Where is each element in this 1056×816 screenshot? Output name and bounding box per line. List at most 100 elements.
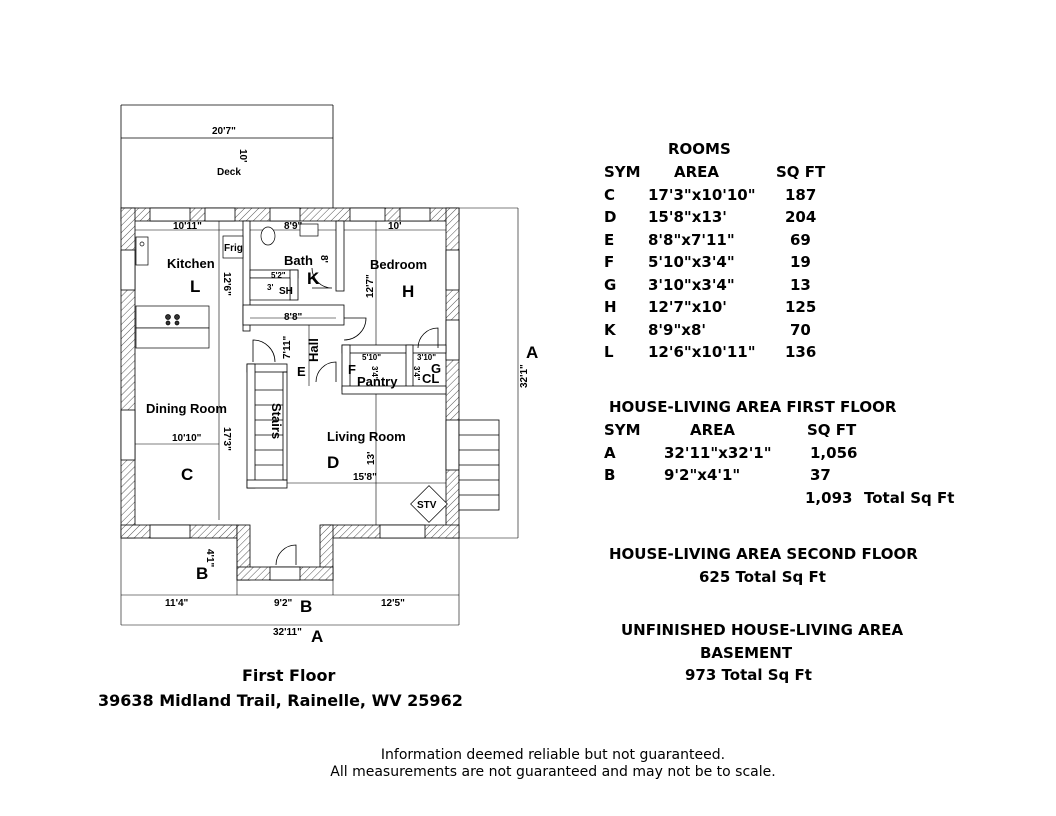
room-name-stairs: Stairs xyxy=(269,403,284,439)
first-floor-table: HOUSE-LIVING AREA FIRST FLOOR SYM AREA S… xyxy=(604,398,984,513)
deck xyxy=(120,104,334,208)
dim-dining-width: 10'10" xyxy=(172,433,202,444)
rooms-row-sym: C xyxy=(604,186,616,204)
dim-bedroom-width: 10' xyxy=(388,221,402,232)
label-b-left: B xyxy=(196,564,208,583)
stove xyxy=(410,485,448,523)
dim-pantry-height: 3'4" xyxy=(370,366,379,381)
disclaimer-line-1: Information deemed reliable but not guar… xyxy=(380,747,726,763)
first-floor-row-sqft: 1,056 xyxy=(810,444,858,462)
interior-walls xyxy=(242,220,447,489)
dim-b-height: 4'1" xyxy=(204,549,215,568)
dim-deck-height: 10' xyxy=(237,149,248,163)
dim-shower-height: 3' xyxy=(267,283,273,292)
rooms-row-sqft: 70 xyxy=(790,321,811,339)
dim-living-width: 15'8" xyxy=(353,472,377,483)
disclaimer-line-2: All measurements are not guaranteed and … xyxy=(330,764,776,780)
rooms-row-area: 8'9"x8' xyxy=(648,321,706,339)
first-floor-total-value: 1,093 xyxy=(805,489,853,507)
dimension-lines xyxy=(120,207,519,626)
dim-bottom-right: 12'5" xyxy=(381,598,405,609)
rooms-table-title: ROOMS xyxy=(668,140,731,158)
room-sym-closet: G xyxy=(431,361,441,376)
dim-closet-height: 3'4" xyxy=(412,366,421,381)
room-sym-dining: C xyxy=(181,465,193,484)
second-floor-total: 625 Total Sq Ft xyxy=(699,568,826,586)
first-floor-header-sqft: SQ FT xyxy=(807,421,857,439)
basement-total: 973 Total Sq Ft xyxy=(685,666,812,684)
rooms-row-sqft: 125 xyxy=(785,298,817,316)
floor-caption: First Floor xyxy=(242,666,336,685)
room-name-pantry: Pantry xyxy=(357,374,398,389)
rooms-row-sqft: 187 xyxy=(785,186,817,204)
fixtures xyxy=(135,223,448,523)
rooms-row-sqft: 13 xyxy=(790,276,811,294)
rooms-row-area: 12'7"x10' xyxy=(648,298,727,316)
dim-hall-height: 7'11" xyxy=(282,335,293,359)
basement-title-line2: BASEMENT xyxy=(700,644,793,662)
stove-label: STV xyxy=(417,500,437,511)
first-floor-title: HOUSE-LIVING AREA FIRST FLOOR xyxy=(609,398,897,416)
basement-title-line1: UNFINISHED HOUSE-LIVING AREA xyxy=(621,621,904,639)
dim-closet-width: 3'10" xyxy=(417,353,436,362)
dim-pantry-width: 5'10" xyxy=(362,353,381,362)
rooms-row-sym: G xyxy=(604,276,617,294)
toilet xyxy=(260,226,276,246)
first-floor-header-area: AREA xyxy=(690,421,736,439)
dim-side-a: 32'1" xyxy=(519,364,530,388)
room-name-bath: Bath xyxy=(284,253,313,268)
label-b-bottom: B xyxy=(300,597,312,616)
rooms-row-sym: D xyxy=(604,208,617,226)
windows xyxy=(120,207,460,581)
rooms-row-sym: H xyxy=(604,298,617,316)
rooms-row-sym: K xyxy=(604,321,616,339)
room-sym-pantry: F xyxy=(348,362,356,377)
label-a-bottom: A xyxy=(311,627,323,646)
room-name-bedroom: Bedroom xyxy=(370,257,427,272)
bath-sink xyxy=(299,223,319,237)
rooms-row-sym: F xyxy=(604,253,615,271)
second-floor-summary: HOUSE-LIVING AREA SECOND FLOOR 625 Total… xyxy=(609,545,969,591)
first-floor-row-sqft: 37 xyxy=(810,466,831,484)
room-name-shower: SH xyxy=(279,286,293,297)
address-caption: 39638 Midland Trail, Rainelle, WV 25962 xyxy=(98,691,463,710)
room-name-living: Living Room xyxy=(327,429,406,444)
first-floor-row-area: 9'2"x4'1" xyxy=(664,466,741,484)
dim-hall-width: 8'8" xyxy=(284,312,303,323)
first-floor-row-area: 32'11"x32'1" xyxy=(664,444,772,462)
room-name-kitchen: Kitchen xyxy=(167,256,215,271)
first-floor-header-sym: SYM xyxy=(604,421,641,439)
room-sym-hall: E xyxy=(297,364,306,379)
dim-total-width: 32'11" xyxy=(273,627,302,638)
rooms-row-sqft: 69 xyxy=(790,231,811,249)
rooms-row-sym: E xyxy=(604,231,615,249)
rooms-row-area: 5'10"x3'4" xyxy=(648,253,735,271)
label-a-right: A xyxy=(526,343,538,362)
room-sym-kitchen: L xyxy=(190,277,200,296)
dim-deck-width: 20'7" xyxy=(212,126,236,137)
exterior-steps xyxy=(458,419,500,511)
rooms-row-area: 3'10"x3'4" xyxy=(648,276,735,294)
dim-kitchen-width: 10'11" xyxy=(173,221,202,232)
rooms-row-area: 8'8"x7'11" xyxy=(648,231,735,249)
room-sym-living: D xyxy=(327,453,339,472)
room-sym-bath: K xyxy=(307,269,320,288)
dim-kitchen-height: 12'6" xyxy=(221,272,232,296)
shower xyxy=(249,277,291,301)
kitchen-counter xyxy=(135,305,210,329)
refrigerator xyxy=(222,235,244,259)
rooms-row-sym: L xyxy=(604,343,614,361)
dim-bottom-mid: 9'2" xyxy=(274,598,293,609)
rooms-row-area: 15'8"x13' xyxy=(648,208,727,226)
room-name-hall: Hall xyxy=(306,338,321,362)
dim-dining-height: 17'3" xyxy=(221,427,232,451)
kitchen-island xyxy=(135,327,210,349)
rooms-row-sqft: 204 xyxy=(785,208,817,226)
rooms-table: ROOMS SYM AREA SQ FT C 17'3"x10'10" 187 … xyxy=(604,140,844,365)
rooms-header-sqft: SQ FT xyxy=(776,163,826,181)
dim-living-height: 13' xyxy=(366,451,377,465)
stairs-treads xyxy=(255,371,288,481)
rooms-row-sqft: 136 xyxy=(785,343,817,361)
room-name-closet: CL xyxy=(422,371,439,386)
rooms-row-sqft: 19 xyxy=(790,253,811,271)
